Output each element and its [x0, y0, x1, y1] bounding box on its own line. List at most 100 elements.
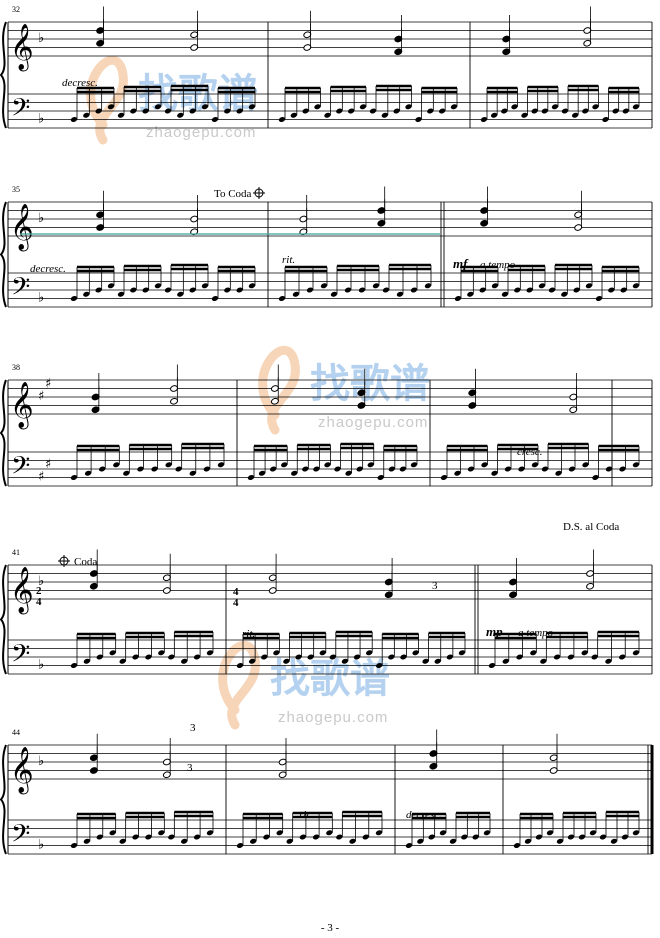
sixteenth-note — [610, 838, 618, 844]
bass-clef-icon: 𝄢 — [11, 640, 30, 675]
decresc-3: decresc. — [406, 809, 442, 821]
sixteenth-note — [446, 654, 454, 660]
sixteenth-note — [99, 466, 106, 472]
sixteenth-note — [154, 104, 162, 110]
sixteenth-note — [620, 287, 627, 293]
sixteenth-note — [582, 108, 589, 114]
sixteenth-note — [189, 287, 196, 293]
sixteenth-note — [206, 830, 214, 836]
treble-staff: 𝄞♭ — [8, 744, 652, 795]
treble-clef-icon: 𝄞 — [10, 382, 34, 430]
bass-staff: 𝄢♯♯ — [8, 452, 652, 487]
sixteenth-note — [248, 104, 256, 110]
sixteenth-note — [278, 116, 286, 123]
sixteenth-note — [158, 830, 165, 836]
treble-clef-icon: 𝄞 — [10, 567, 34, 615]
sixteenth-note — [488, 662, 496, 669]
treble-clef-icon: 𝄞 — [10, 204, 34, 252]
sixteenth-note — [502, 658, 509, 664]
sixteenth-note — [356, 466, 363, 472]
sixteenth-note — [324, 112, 331, 118]
sixteenth-note — [107, 283, 115, 289]
sixteenth-note — [269, 466, 277, 472]
sixteenth-note — [290, 112, 298, 118]
sixteenth-note — [412, 650, 419, 656]
measure-number-41: 41 — [12, 548, 20, 557]
sixteenth-note — [388, 466, 396, 472]
sixteenth-note — [415, 116, 422, 123]
sixteenth-note — [372, 283, 380, 289]
sixteenth-note — [540, 658, 547, 664]
decresc-1: decresc. — [62, 77, 98, 89]
ds-al-coda: D.S. al Coda — [563, 521, 619, 533]
rit-3: rit. — [299, 809, 312, 821]
sixteenth-note — [538, 283, 546, 289]
sixteenth-note — [307, 654, 314, 660]
sixteenth-note — [336, 834, 343, 840]
sixteenth-note — [189, 470, 196, 476]
sixteenth-note — [349, 838, 356, 844]
sixteenth-note — [388, 654, 395, 660]
watermark-site: zhaogepu.com — [278, 709, 388, 726]
flat-sign-icon: ♭ — [38, 291, 44, 306]
page-number: - 3 - — [320, 922, 340, 934]
sixteenth-note — [224, 108, 231, 114]
sixteenth-note — [132, 834, 139, 840]
sixteenth-note — [168, 834, 175, 840]
sixteenth-note — [96, 834, 103, 840]
sixteenth-note — [145, 834, 152, 840]
bass-clef-icon: 𝄢 — [11, 452, 30, 487]
sixteenth-note — [605, 466, 613, 472]
sixteenth-note — [70, 295, 78, 302]
sixteenth-note — [518, 466, 525, 472]
sixteenth-note — [145, 654, 152, 660]
coda-sign-icon — [58, 555, 70, 567]
sixteenth-note — [181, 658, 188, 664]
sixteenth-note — [83, 658, 91, 664]
sixteenth-note — [70, 842, 78, 849]
sixteenth-note — [396, 291, 404, 297]
sixteenth-note — [454, 470, 461, 476]
a-tempo-2: a tempo — [518, 627, 554, 639]
sixteenth-note — [526, 287, 533, 293]
sixteenth-note — [83, 112, 90, 118]
triplet-1: 3 — [432, 580, 438, 592]
sixteenth-note — [291, 470, 298, 476]
sixteenth-note — [203, 466, 211, 472]
mp: mp — [486, 624, 503, 639]
sixteenth-note — [501, 291, 509, 297]
sixteenth-note — [201, 283, 209, 289]
sixteenth-note — [353, 654, 361, 660]
sixteenth-note — [521, 112, 528, 118]
brace — [0, 201, 7, 308]
sixteenth-note — [449, 838, 457, 844]
sixteenth-note — [95, 287, 102, 293]
sixteenth-note — [556, 838, 564, 844]
sixteenth-note — [137, 466, 144, 472]
sixteenth-note — [168, 654, 175, 660]
sixteenth-note — [109, 650, 116, 656]
sixteenth-note — [224, 287, 231, 293]
sixteenth-note — [400, 654, 407, 660]
watermark: 找歌谱zhaogepu.com找歌谱zhaogepu.com找歌谱zhaogep… — [86, 55, 430, 730]
sixteenth-note — [541, 466, 549, 472]
sixteenth-note — [483, 830, 491, 836]
sixteenth-note — [273, 650, 280, 656]
bass-clef-icon: 𝄢 — [11, 273, 30, 308]
sixteenth-note — [381, 112, 389, 118]
sixteenth-note — [123, 470, 130, 476]
sixteenth-note — [568, 466, 576, 472]
sixteenth-note — [592, 474, 599, 481]
sixteenth-note — [422, 658, 429, 664]
treble-staff: 𝄞♭ — [8, 21, 652, 72]
sixteenth-note — [362, 834, 369, 840]
sixteenth-note — [278, 295, 286, 302]
sixteenth-note — [320, 283, 328, 289]
sixteenth-note — [189, 108, 196, 114]
sixteenth-note — [359, 104, 367, 110]
system: 𝄞♭𝄢♭41 — [0, 548, 653, 675]
measure-number-32: 32 — [12, 5, 20, 14]
sixteenth-note — [561, 108, 569, 114]
sixteenth-note — [248, 283, 256, 289]
sixteenth-note — [530, 650, 537, 656]
